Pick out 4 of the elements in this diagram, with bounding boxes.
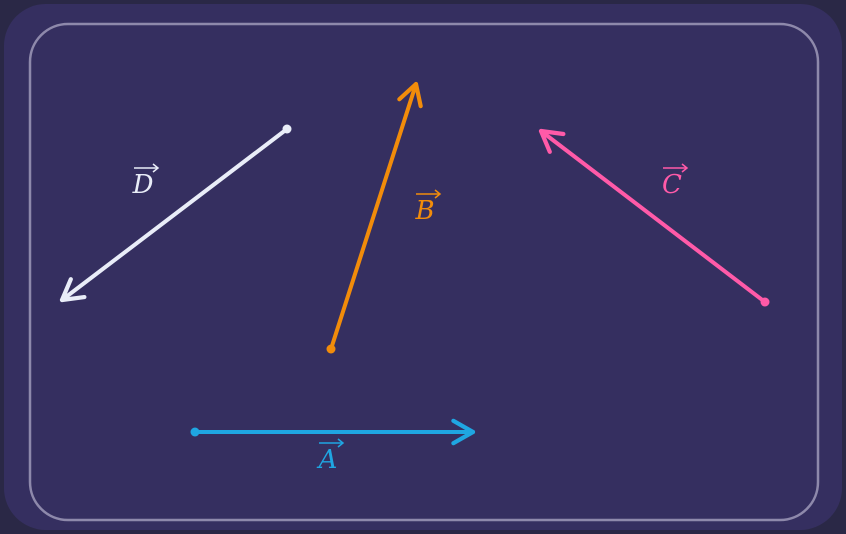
vector-label: B — [415, 196, 435, 226]
vector-label: C — [662, 170, 682, 200]
vector-label: A — [318, 445, 338, 475]
vector-label: D — [132, 170, 154, 200]
